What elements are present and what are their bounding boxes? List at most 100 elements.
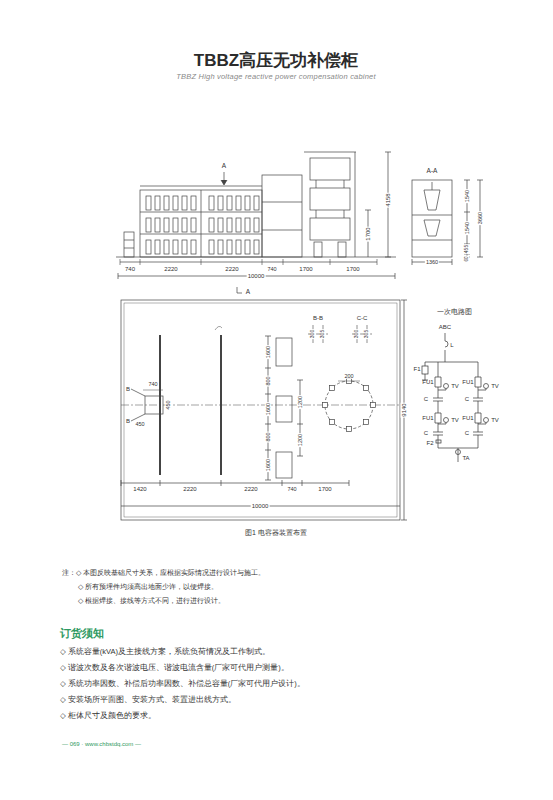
dimension-label: 10000 (251, 503, 270, 510)
insulator-symbol (363, 419, 368, 424)
circuit-label: TV (491, 383, 499, 390)
note: ◇ 所有预埋件均须高出地面少许，以便焊接。 (78, 583, 218, 591)
capacitor-symbol (209, 218, 214, 232)
capacitor-symbol (254, 240, 259, 254)
capacitor-symbol (191, 196, 196, 210)
order-item: ◇ 柜体尺寸及颜色的要求。 (60, 712, 156, 721)
capacitor-symbol (182, 218, 187, 232)
dimension-label: 2220 (163, 266, 178, 273)
dimension-label: 2220 (243, 486, 258, 493)
branch-wire (473, 362, 483, 448)
dimension-label: 1200 (297, 433, 303, 447)
capacitor-symbol (155, 240, 160, 254)
dimension-label: 1420 (132, 486, 147, 493)
circuit-label: C (465, 430, 469, 437)
capacitor-symbol (191, 240, 196, 254)
insulator-symbol (330, 419, 335, 424)
tv-symbol (484, 418, 489, 423)
section-mark: B (126, 418, 130, 425)
dimension-label: 1540 (464, 189, 470, 203)
dimension-label: 1600 (265, 458, 271, 472)
dimension-label: 305 (320, 329, 326, 339)
capacitor-symbol (164, 240, 169, 254)
dimension-label: 300 (310, 329, 316, 339)
capacitor-symbol (227, 240, 232, 254)
insulator-symbol (330, 386, 335, 391)
capacitor-symbol (245, 240, 250, 254)
dimension-label: 455 (464, 244, 470, 254)
circuit-label: F2 (426, 440, 433, 447)
note: ◇ 根据焊接、接线等方式不同，进行进行设计。 (78, 597, 225, 605)
section-heading: 订货须知 (60, 627, 104, 640)
capacitor-symbol (173, 240, 178, 254)
dimension-label: 800 (265, 431, 271, 442)
capacitor-symbol (254, 218, 259, 232)
capacitor-symbol (209, 196, 214, 210)
order-item: ◇ 谐波次数及各次谐波电压、谐波电流含量(厂家可代用户测量)。 (60, 664, 289, 673)
capacitor-symbol (146, 196, 151, 210)
circuit-label: L (450, 342, 453, 349)
dimension-label: 2220 (224, 266, 239, 273)
elevation-view (116, 152, 396, 293)
dimension-label: 1700 (298, 266, 313, 273)
dimension-label: 450 (134, 421, 145, 427)
insulator-symbol (371, 403, 376, 408)
capacitor-symbol (146, 240, 151, 254)
circuit-label: FU1 (422, 379, 433, 386)
dimension-label: 740 (286, 486, 297, 492)
circuit-label: C (465, 396, 469, 403)
dimension-label: 4158 (385, 192, 392, 207)
note: 注：◇ 本图反映基础尺寸关系，应根据实际情况进行设计与施工。 (62, 569, 265, 577)
figure-caption: 图1 电容器装置布置 (245, 529, 307, 537)
capacitor-symbol (146, 218, 151, 232)
view-title: C-C (357, 315, 368, 322)
capacitor-symbol (155, 196, 160, 210)
section-mark: A (246, 288, 250, 295)
section-mark: B (126, 386, 130, 393)
dimension-label: 9140 (401, 402, 408, 417)
dimension-label: 1540 (464, 221, 470, 235)
dimension-label: 1700 (365, 226, 372, 241)
dimension-label: 1200 (297, 395, 303, 409)
dimension-label: 200 (343, 373, 354, 379)
insulator-symbol (363, 386, 368, 391)
capacitor-symbol (218, 240, 223, 254)
capacitor-symbol (173, 218, 178, 232)
page-footer: — 069 · www.chbstdq.com — (62, 741, 141, 748)
subtitle: TBBZ High voltage reactive power compens… (176, 73, 375, 82)
capacitor-symbol (254, 196, 259, 210)
capacitor-symbol (236, 218, 241, 232)
capacitor-symbol (182, 196, 187, 210)
circuit-label: ABC (439, 324, 451, 331)
dimension-label: 3660 (477, 211, 483, 225)
dimension-label: 740 (266, 266, 277, 272)
capacitor-symbol (209, 240, 214, 254)
insulator-symbol (347, 427, 352, 432)
capacitor-symbol (164, 218, 169, 232)
plan-view (121, 300, 407, 520)
dimension-label: 800 (265, 375, 271, 386)
circuit-label: TV (491, 417, 499, 424)
dimension-label: 305 (364, 329, 370, 339)
dimension-label: 10000 (247, 273, 266, 280)
dimension-label: 740 (124, 266, 136, 273)
dimension-label: 2220 (182, 486, 197, 493)
circuit-label: FU1 (422, 415, 433, 422)
capacitor-symbol (227, 196, 232, 210)
order-item: ◇ 系统容量(kVA)及主接线方案，系统负荷情况及工作制式。 (60, 648, 270, 657)
dimension-label: 1360 (425, 259, 439, 265)
capacitor-symbol (218, 218, 223, 232)
capacitor-symbol (182, 240, 187, 254)
capacitor-symbol (236, 240, 241, 254)
wire (438, 389, 446, 425)
circuit-label: F1 (413, 366, 420, 373)
diagram-title: 一次电路图 (437, 308, 472, 315)
capacitor-symbol (173, 196, 178, 210)
view-title: B-B (313, 315, 323, 322)
circuit-label: C (424, 430, 428, 437)
dimension-label: 1700 (345, 266, 360, 273)
circuit-label: TV (451, 383, 459, 390)
dimension-label: 60 (464, 255, 469, 262)
circuit-label: TV (451, 417, 459, 424)
capacitor-symbol (218, 196, 223, 210)
